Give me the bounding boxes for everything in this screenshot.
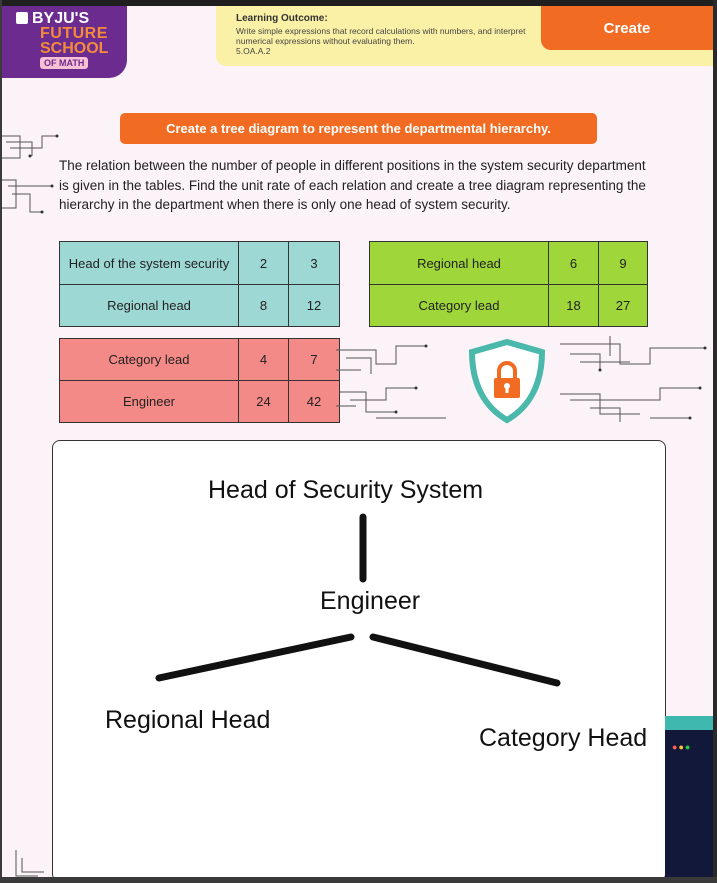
- side-panel: [665, 716, 713, 877]
- table-category-engineer: Category lead 4 7 Engineer 24 42: [59, 338, 340, 423]
- table-head-regional: Head of the system security 2 3 Regional…: [59, 241, 340, 327]
- window-right-edge: [713, 0, 717, 883]
- create-button[interactable]: Create: [541, 6, 713, 50]
- connector-middle-right: [369, 633, 561, 687]
- row-value-b: 12: [288, 284, 340, 327]
- row-label: Head of the system security: [59, 241, 239, 285]
- outcome-code: 5.OA.A.2: [236, 46, 271, 56]
- window-dots-icon: ●●●: [672, 742, 692, 752]
- task-banner: Create a tree diagram to represent the d…: [120, 113, 597, 144]
- tree-root-label: Head of Security System: [208, 476, 484, 504]
- circuit-decoration-middle: [336, 344, 446, 419]
- circuit-decoration-right: [560, 336, 707, 422]
- table-row: Head of the system security 2 3: [59, 241, 340, 285]
- outcome-text: Write simple expressions that record cal…: [236, 26, 526, 56]
- circuit-decoration-left: [2, 134, 59, 214]
- tree-left-label: Regional Head: [105, 706, 271, 734]
- circuit-decoration-bottom: [15, 850, 44, 877]
- row-value-b: 27: [598, 284, 648, 327]
- row-value-a: 18: [548, 284, 599, 327]
- table-row: Category lead 4 7: [59, 338, 340, 381]
- table-row: Engineer 24 42: [59, 380, 340, 423]
- row-label: Regional head: [369, 241, 549, 285]
- shield-lock-icon: [468, 338, 546, 424]
- table-regional-category: Regional head 6 9 Category lead 18 27: [369, 241, 648, 327]
- tree-diagram-board[interactable]: Head of Security System Engineer Regiona…: [52, 440, 666, 882]
- tree-right-label: Category Head: [479, 724, 648, 752]
- logo-brand: BYJU'S: [32, 10, 90, 27]
- row-label: Engineer: [59, 380, 239, 423]
- row-value-a: 2: [238, 241, 289, 285]
- row-value-a: 6: [548, 241, 599, 285]
- logo-future: FUTURE: [40, 25, 108, 42]
- row-value-b: 42: [288, 380, 340, 423]
- table-row: Regional head 8 12: [59, 284, 340, 327]
- window-top-edge: [0, 0, 717, 6]
- table-row: Category lead 18 27: [369, 284, 648, 327]
- outcome-title: Learning Outcome:: [236, 13, 328, 24]
- logo-badge: OF MATH: [40, 57, 89, 69]
- row-value-b: 9: [598, 241, 648, 285]
- connector-middle-left: [155, 633, 355, 682]
- byjus-logo: BYJU'S FUTURE SCHOOL OF MATH: [2, 6, 127, 78]
- problem-text: The relation between the number of peopl…: [59, 158, 646, 212]
- row-label: Category lead: [59, 338, 239, 381]
- window-left-edge: [0, 0, 2, 883]
- table-row: Regional head 6 9: [369, 241, 648, 285]
- row-value-a: 8: [238, 284, 289, 327]
- window-bottom-edge: [0, 877, 717, 883]
- row-value-a: 24: [238, 380, 289, 423]
- tree-connector-lines: [155, 513, 561, 687]
- row-label: Regional head: [59, 284, 239, 327]
- logo-b-icon: [16, 12, 28, 24]
- row-value-b: 7: [288, 338, 340, 381]
- row-value-a: 4: [238, 338, 289, 381]
- side-panel-header: [665, 716, 713, 730]
- row-label: Category lead: [369, 284, 549, 327]
- row-value-b: 3: [288, 241, 340, 285]
- tree-middle-label: Engineer: [320, 587, 421, 615]
- logo-school: SCHOOL: [40, 40, 109, 57]
